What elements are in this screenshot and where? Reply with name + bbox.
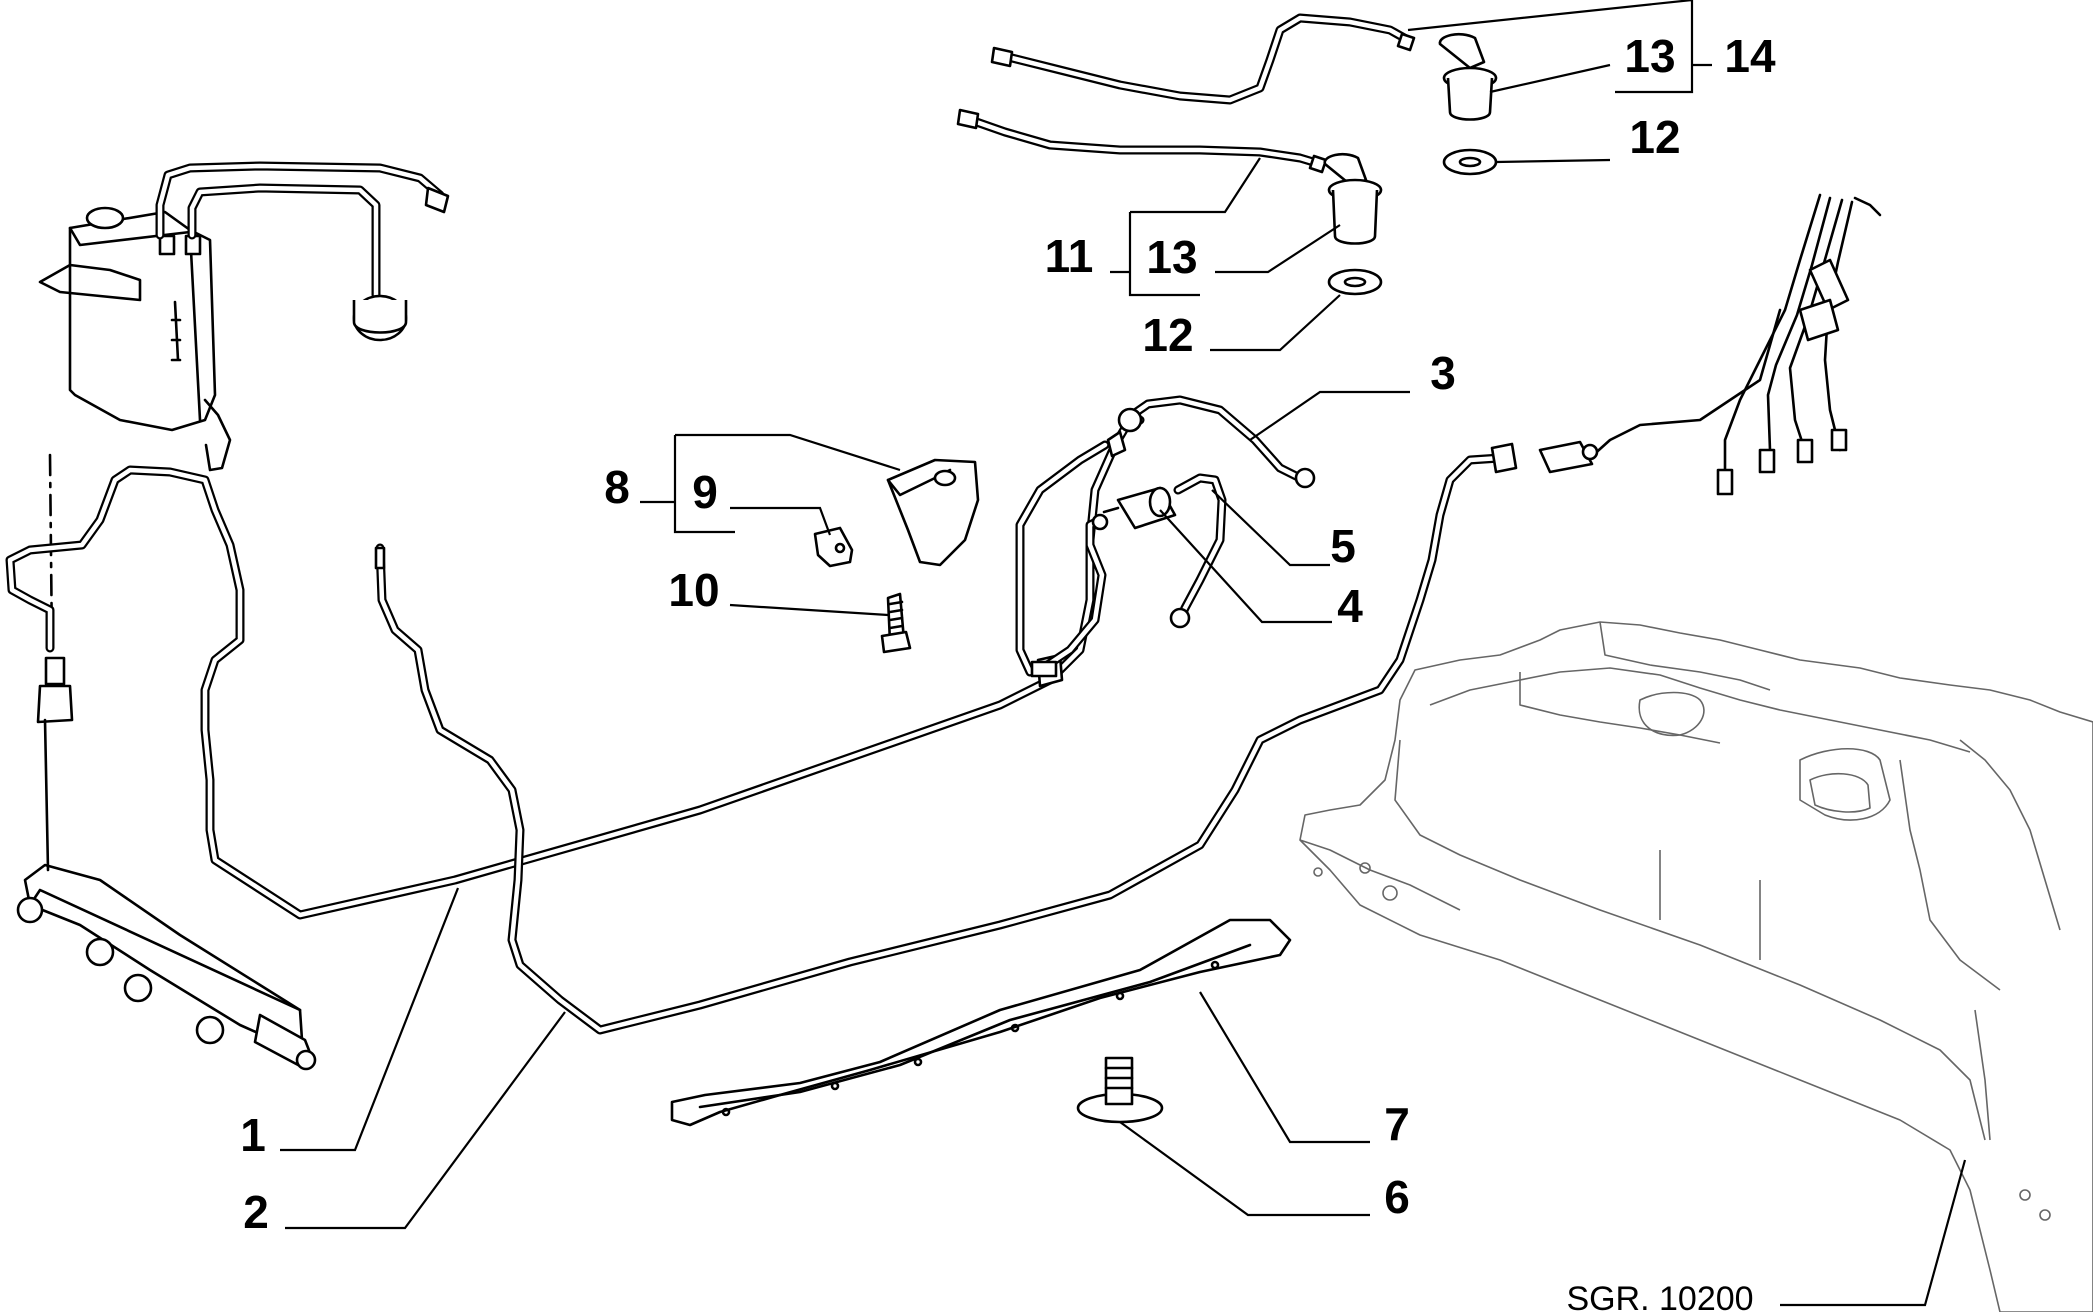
vapour-separator-tank [38,161,450,472]
callout-12-lower: 12 [1142,309,1193,361]
grommet-13-upper [1438,32,1498,121]
wiring-harness [1538,193,1882,496]
callout-2: 2 [243,1186,269,1238]
washer-12-lower [1327,268,1383,296]
hose-14 [990,13,1416,105]
callout-7: 7 [1384,1098,1410,1150]
callout-6: 6 [1384,1171,1410,1223]
callout-9: 9 [692,466,718,518]
pipe-2 [374,442,1518,1035]
pipe-5 [1169,473,1227,629]
callout-1: 1 [240,1109,266,1161]
protection-strip-7 [670,918,1292,1127]
hose-11 [956,108,1328,174]
callout-10: 10 [668,564,719,616]
fuel-filter-4 [1102,486,1177,530]
pipe-to-filter [1015,440,1110,678]
callout-11: 11 [1045,230,1094,282]
callout-5: 5 [1330,520,1356,572]
callout-13-upper: 13 [1624,30,1675,82]
callout-8: 8 [604,461,630,513]
callout-13-lower: 13 [1146,231,1197,283]
bracket-8 [886,458,980,567]
washer-12-upper [1442,148,1498,176]
grommet-13-lower [1323,152,1383,245]
callout-labels: 14 13 12 11 13 12 3 5 4 8 9 10 7 6 1 2 S… [240,30,1776,1312]
drawing-reference: SGR. 10200 [1566,1280,1753,1312]
callout-14: 14 [1724,30,1776,82]
leader-lines [280,0,1967,1307]
fuel-rail-injectors [16,453,317,1071]
fastener-6 [1076,1056,1164,1124]
fuel-tank-ghost [1299,621,2093,1312]
callout-12-upper: 12 [1629,111,1680,163]
callout-4: 4 [1337,580,1363,632]
clip-9 [813,526,854,568]
callout-3: 3 [1430,347,1456,399]
bolt-10 [880,592,912,654]
pipe-3 [1117,395,1316,489]
